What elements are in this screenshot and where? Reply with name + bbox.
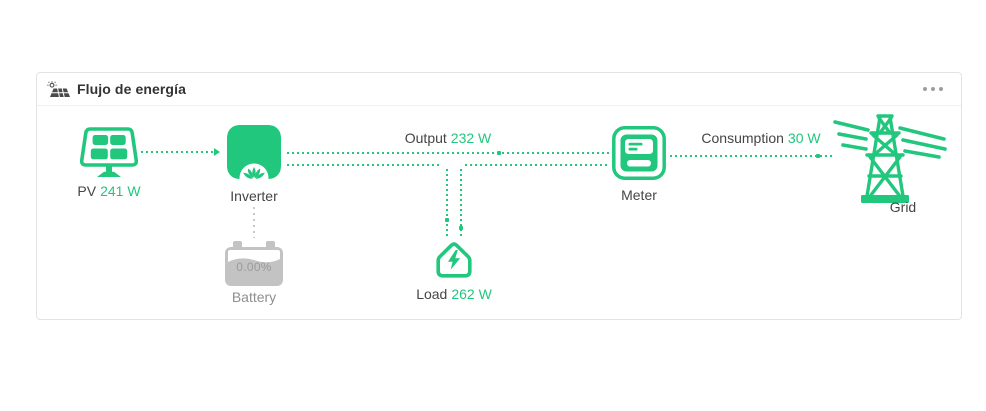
consumption-value: 30 W: [787, 130, 821, 146]
solar-panel-sun-icon: [47, 80, 70, 97]
grid-icon: [833, 114, 947, 203]
flow-line-load-right: [460, 169, 462, 238]
battery-icon: 0.00%: [225, 241, 283, 286]
card-header: Flujo de energía: [37, 73, 961, 106]
flow-line-meter-grid: [670, 155, 834, 157]
flow-line-inverter-battery: [253, 207, 255, 238]
flow-dot-output: [497, 151, 501, 155]
flow-arrow-pv-inverter: [214, 148, 220, 156]
flow-line-pv-inverter: [141, 151, 213, 153]
flow-dot-load-right: [459, 226, 463, 230]
grid-label: Grid: [889, 199, 917, 215]
flow-line-meter-load: [465, 164, 609, 166]
load-icon: [436, 242, 472, 278]
inverter-icon: [227, 125, 281, 179]
flow-dot-load-left: [445, 218, 449, 222]
flow-line-inverter-load: [287, 164, 441, 166]
pv-icon: [80, 127, 138, 177]
more-horizontal-icon[interactable]: [921, 81, 945, 97]
meter-label: Meter: [621, 187, 657, 203]
card-title: Flujo de energía: [77, 81, 186, 97]
pv-value: 241 W: [100, 183, 141, 199]
inverter-label: Inverter: [230, 188, 278, 204]
battery-label: Battery: [231, 289, 277, 305]
meter-icon: [612, 126, 666, 180]
flow-dot-consumption: [816, 154, 820, 158]
battery-level-wave: [228, 250, 280, 263]
flow-line-load-left: [446, 169, 448, 238]
battery-soc: 0.00%: [236, 260, 272, 274]
load-value: 262 W: [451, 286, 492, 302]
output-value: 232 W: [450, 130, 492, 146]
flow-line-inverter-meter-top: [287, 152, 609, 154]
